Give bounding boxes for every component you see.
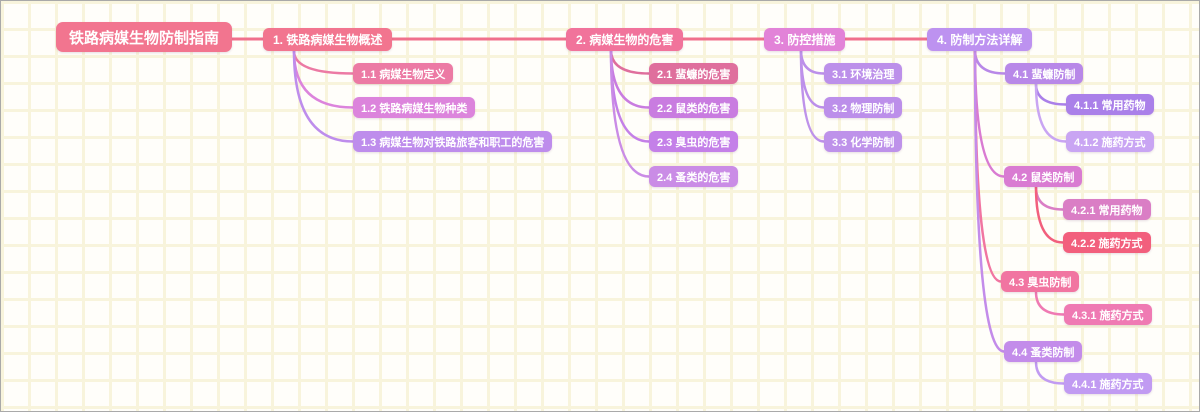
node-3[interactable]: 3. 防控措施 bbox=[764, 28, 846, 51]
node-4-2[interactable]: 4.2 鼠类防制 bbox=[1004, 166, 1083, 187]
node-2-2[interactable]: 2.2 鼠类的危害 bbox=[649, 97, 739, 118]
edge-4-2-to-4-2-1 bbox=[1034, 185, 1065, 211]
node-4-1-1[interactable]: 4.1.1 常用药物 bbox=[1066, 94, 1154, 115]
edge-1-to-1-3 bbox=[292, 49, 355, 143]
node-2-3[interactable]: 2.3 臭虫的危害 bbox=[649, 131, 739, 152]
edge-4-to-4-2 bbox=[973, 48, 1006, 178]
edge-4-to-4-1 bbox=[973, 48, 1007, 75]
node-1-1[interactable]: 1.1 病媒生物定义 bbox=[353, 63, 454, 84]
edge-3-to-3-1 bbox=[799, 48, 826, 75]
edge-4-4-to-4-4-1 bbox=[1034, 360, 1066, 385]
node-3-2[interactable]: 3.2 物理防制 bbox=[824, 97, 903, 118]
edge-2-to-2-1 bbox=[609, 48, 651, 75]
edge-4-2-to-4-2-2 bbox=[1034, 185, 1065, 244]
node-2[interactable]: 2. 病媒生物的危害 bbox=[566, 28, 684, 51]
node-1-2[interactable]: 1.2 铁路病媒生物种类 bbox=[353, 97, 476, 118]
node-3-1[interactable]: 3.1 环境治理 bbox=[824, 63, 903, 84]
edge-4-1-to-4-1-1 bbox=[1034, 82, 1068, 106]
node-3-3[interactable]: 3.3 化学防制 bbox=[824, 131, 903, 152]
edge-1-to-1-2 bbox=[292, 49, 355, 109]
node-4-4-1[interactable]: 4.4.1 施药方式 bbox=[1064, 373, 1152, 394]
edge-2-to-2-4 bbox=[609, 48, 651, 178]
node-1-3[interactable]: 1.3 病媒生物对铁路旅客和职工的危害 bbox=[353, 131, 553, 152]
edge-2-to-2-2 bbox=[609, 48, 651, 109]
node-4-3-1[interactable]: 4.3.1 施药方式 bbox=[1064, 304, 1152, 325]
node-4-1[interactable]: 4.1 蜚蠊防制 bbox=[1005, 63, 1084, 84]
node-4-3[interactable]: 4.3 臭虫防制 bbox=[1001, 271, 1080, 292]
node-2-4[interactable]: 2.4 蚤类的危害 bbox=[649, 166, 739, 187]
edge-4-to-4-4 bbox=[973, 48, 1006, 353]
edge-4-3-to-4-3-1 bbox=[1034, 290, 1066, 316]
edge-4-1-to-4-1-2 bbox=[1034, 82, 1068, 143]
node-4[interactable]: 4. 防制方法详解 bbox=[927, 28, 1033, 51]
edge-3-to-3-3 bbox=[799, 48, 826, 143]
node-4-4[interactable]: 4.4 蚤类防制 bbox=[1004, 341, 1083, 362]
node-1[interactable]: 1. 铁路病媒生物概述 bbox=[263, 28, 393, 51]
node-2-1[interactable]: 2.1 蜚蠊的危害 bbox=[649, 63, 739, 84]
node-4-2-1[interactable]: 4.2.1 常用药物 bbox=[1063, 199, 1151, 220]
node-4-1-2[interactable]: 4.1.2 施药方式 bbox=[1066, 131, 1154, 152]
node-root[interactable]: 铁路病媒生物防制指南 bbox=[56, 22, 233, 52]
edge-1-to-1-1 bbox=[292, 49, 355, 75]
node-4-2-2[interactable]: 4.2.2 施药方式 bbox=[1063, 232, 1151, 253]
